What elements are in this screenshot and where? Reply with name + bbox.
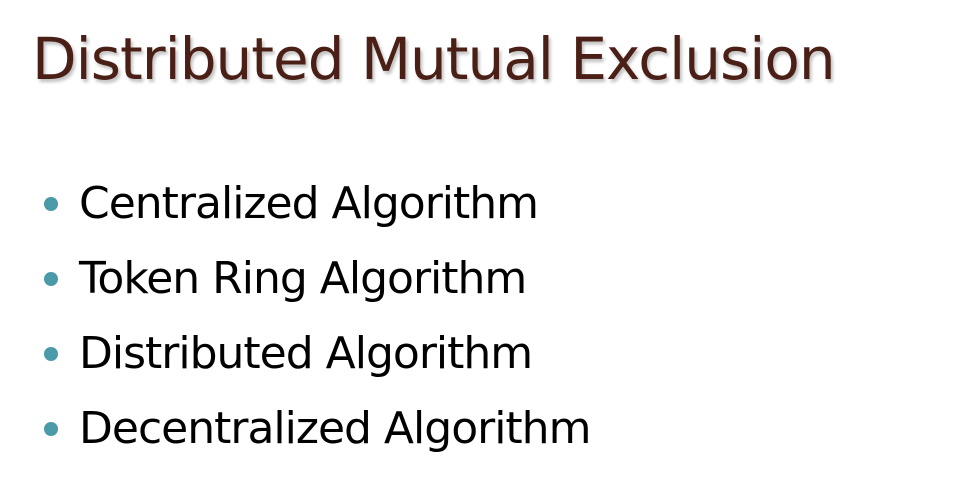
bullet-dot-icon <box>44 196 58 211</box>
bullet-text: Token Ring Algorithm <box>79 252 527 304</box>
bullet-text: Distributed Algorithm <box>79 327 533 379</box>
slide-title: Distributed Mutual Exclusion <box>32 25 836 93</box>
bullet-text: Decentralized Algorithm <box>79 402 591 454</box>
bullet-item: Centralized Algorithm <box>44 166 590 241</box>
bullet-item: Distributed Algorithm <box>44 316 590 391</box>
bullet-item: Token Ring Algorithm <box>44 241 590 316</box>
bullet-dot-icon <box>44 346 58 361</box>
bullet-item: Decentralized Algorithm <box>44 391 591 466</box>
bullet-list: Centralized Algorithm Token Ring Algorit… <box>44 166 591 466</box>
bullet-dot-icon <box>44 421 58 436</box>
bullet-text: Centralized Algorithm <box>79 177 539 229</box>
bullet-dot-icon <box>44 271 58 286</box>
